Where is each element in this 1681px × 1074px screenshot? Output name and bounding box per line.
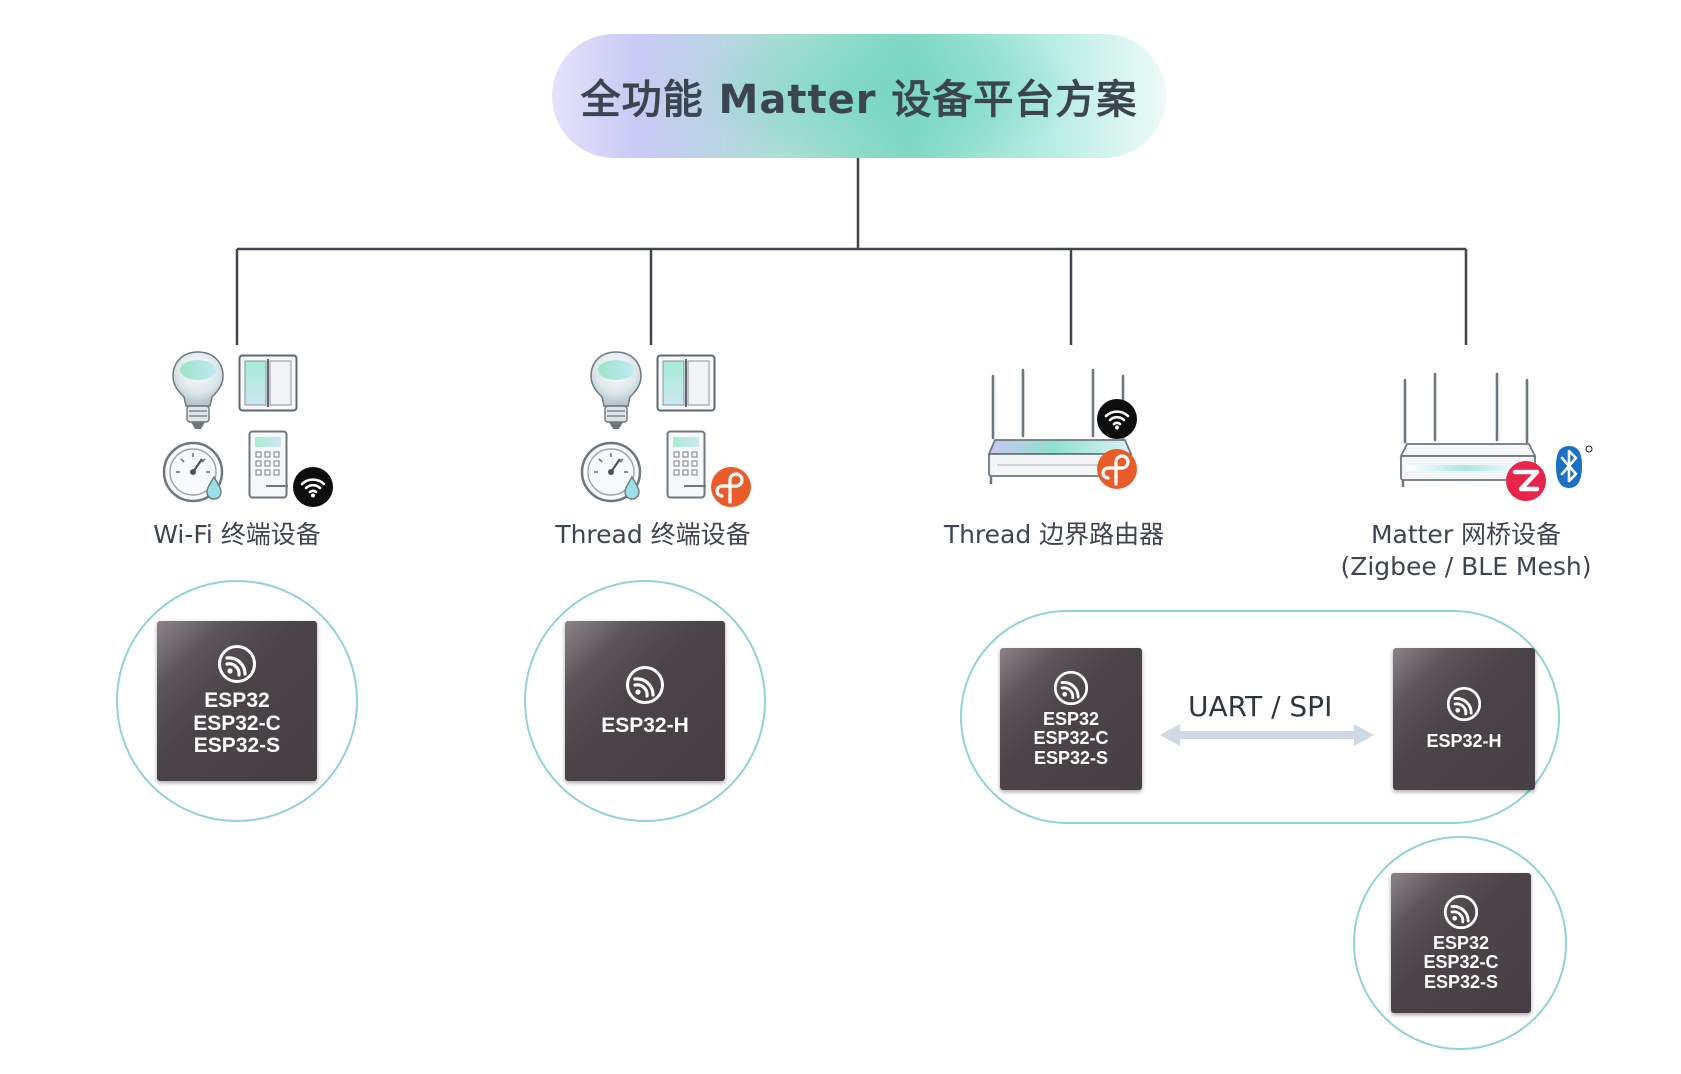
chip-model-label: ESP32-C [1423, 952, 1499, 973]
chip-ring-border-router [960, 610, 1560, 824]
chip-esp32-family-router: ESP32 ESP32-C ESP32-S [1000, 648, 1142, 790]
chip-ring-bridge [1353, 836, 1567, 1050]
chip-model-label: ESP32-C [193, 711, 281, 735]
espressif-logo-icon [626, 665, 664, 704]
chip-esp32-h-router: ESP32-H [1393, 648, 1535, 790]
zigbee-badge-icon [1506, 461, 1546, 501]
category-label-bridge: Matter 网桥设备 [1370, 520, 1562, 549]
router-icon [1399, 372, 1537, 487]
sensor-gauge-icon [580, 441, 642, 503]
chip-model-label: ESP32 [1432, 932, 1490, 953]
category-label-border-router: Thread 边界路由器 [943, 520, 1165, 549]
chip-model-label: ESP32 [204, 688, 270, 712]
chip-esp32-family-wifi: ESP32 ESP32-C ESP32-S [157, 621, 317, 781]
switch-icon [656, 354, 716, 412]
double-arrow-icon [1160, 724, 1374, 746]
door-lock-icon [666, 430, 706, 499]
chip-ring-wifi [116, 580, 358, 822]
espressif-logo-icon [1446, 687, 1482, 722]
espressif-logo-icon [1053, 670, 1089, 705]
chip-esp32-h-thread: ESP32-H [565, 621, 725, 781]
switch-icon [238, 354, 298, 412]
chip-model-label: ESP32-S [1033, 747, 1109, 768]
wifi-badge-icon [1097, 399, 1137, 439]
bluetooth-badge-icon [1556, 445, 1593, 488]
category-sublabel-bridge: (Zigbee / BLE Mesh) [1340, 552, 1592, 581]
chip-model-label: ESP32 [1042, 708, 1100, 729]
category-label-wifi: Wi-Fi 终端设备 [153, 520, 321, 549]
chip-model-label: ESP32-C [1033, 728, 1109, 749]
title-pill: 全功能 Matter 设备平台方案 [552, 34, 1166, 158]
category-label-thread: Thread 终端设备 [555, 520, 751, 549]
page-title: 全功能 Matter 设备平台方案 [580, 77, 1138, 123]
chip-model-label: ESP32-S [193, 734, 281, 758]
bulb-icon [172, 351, 224, 429]
bulb-icon [590, 351, 642, 429]
espressif-logo-icon [218, 644, 256, 683]
chip-model-label: ESP32-S [1423, 971, 1499, 992]
wifi-badge-icon [293, 467, 333, 507]
chip-model-label: ESP32-H [1426, 731, 1502, 752]
thread-badge-icon [1097, 449, 1137, 489]
espressif-logo-icon [1443, 894, 1479, 929]
chip-ring-thread [524, 580, 766, 822]
interface-label: UART / SPI [1188, 690, 1333, 723]
sensor-gauge-icon [162, 441, 224, 503]
chip-model-label: ESP32-H [601, 713, 689, 737]
door-lock-icon [248, 430, 288, 499]
thread-badge-icon [711, 467, 751, 507]
chip-esp32-family-bridge: ESP32 ESP32-C ESP32-S [1391, 873, 1531, 1013]
